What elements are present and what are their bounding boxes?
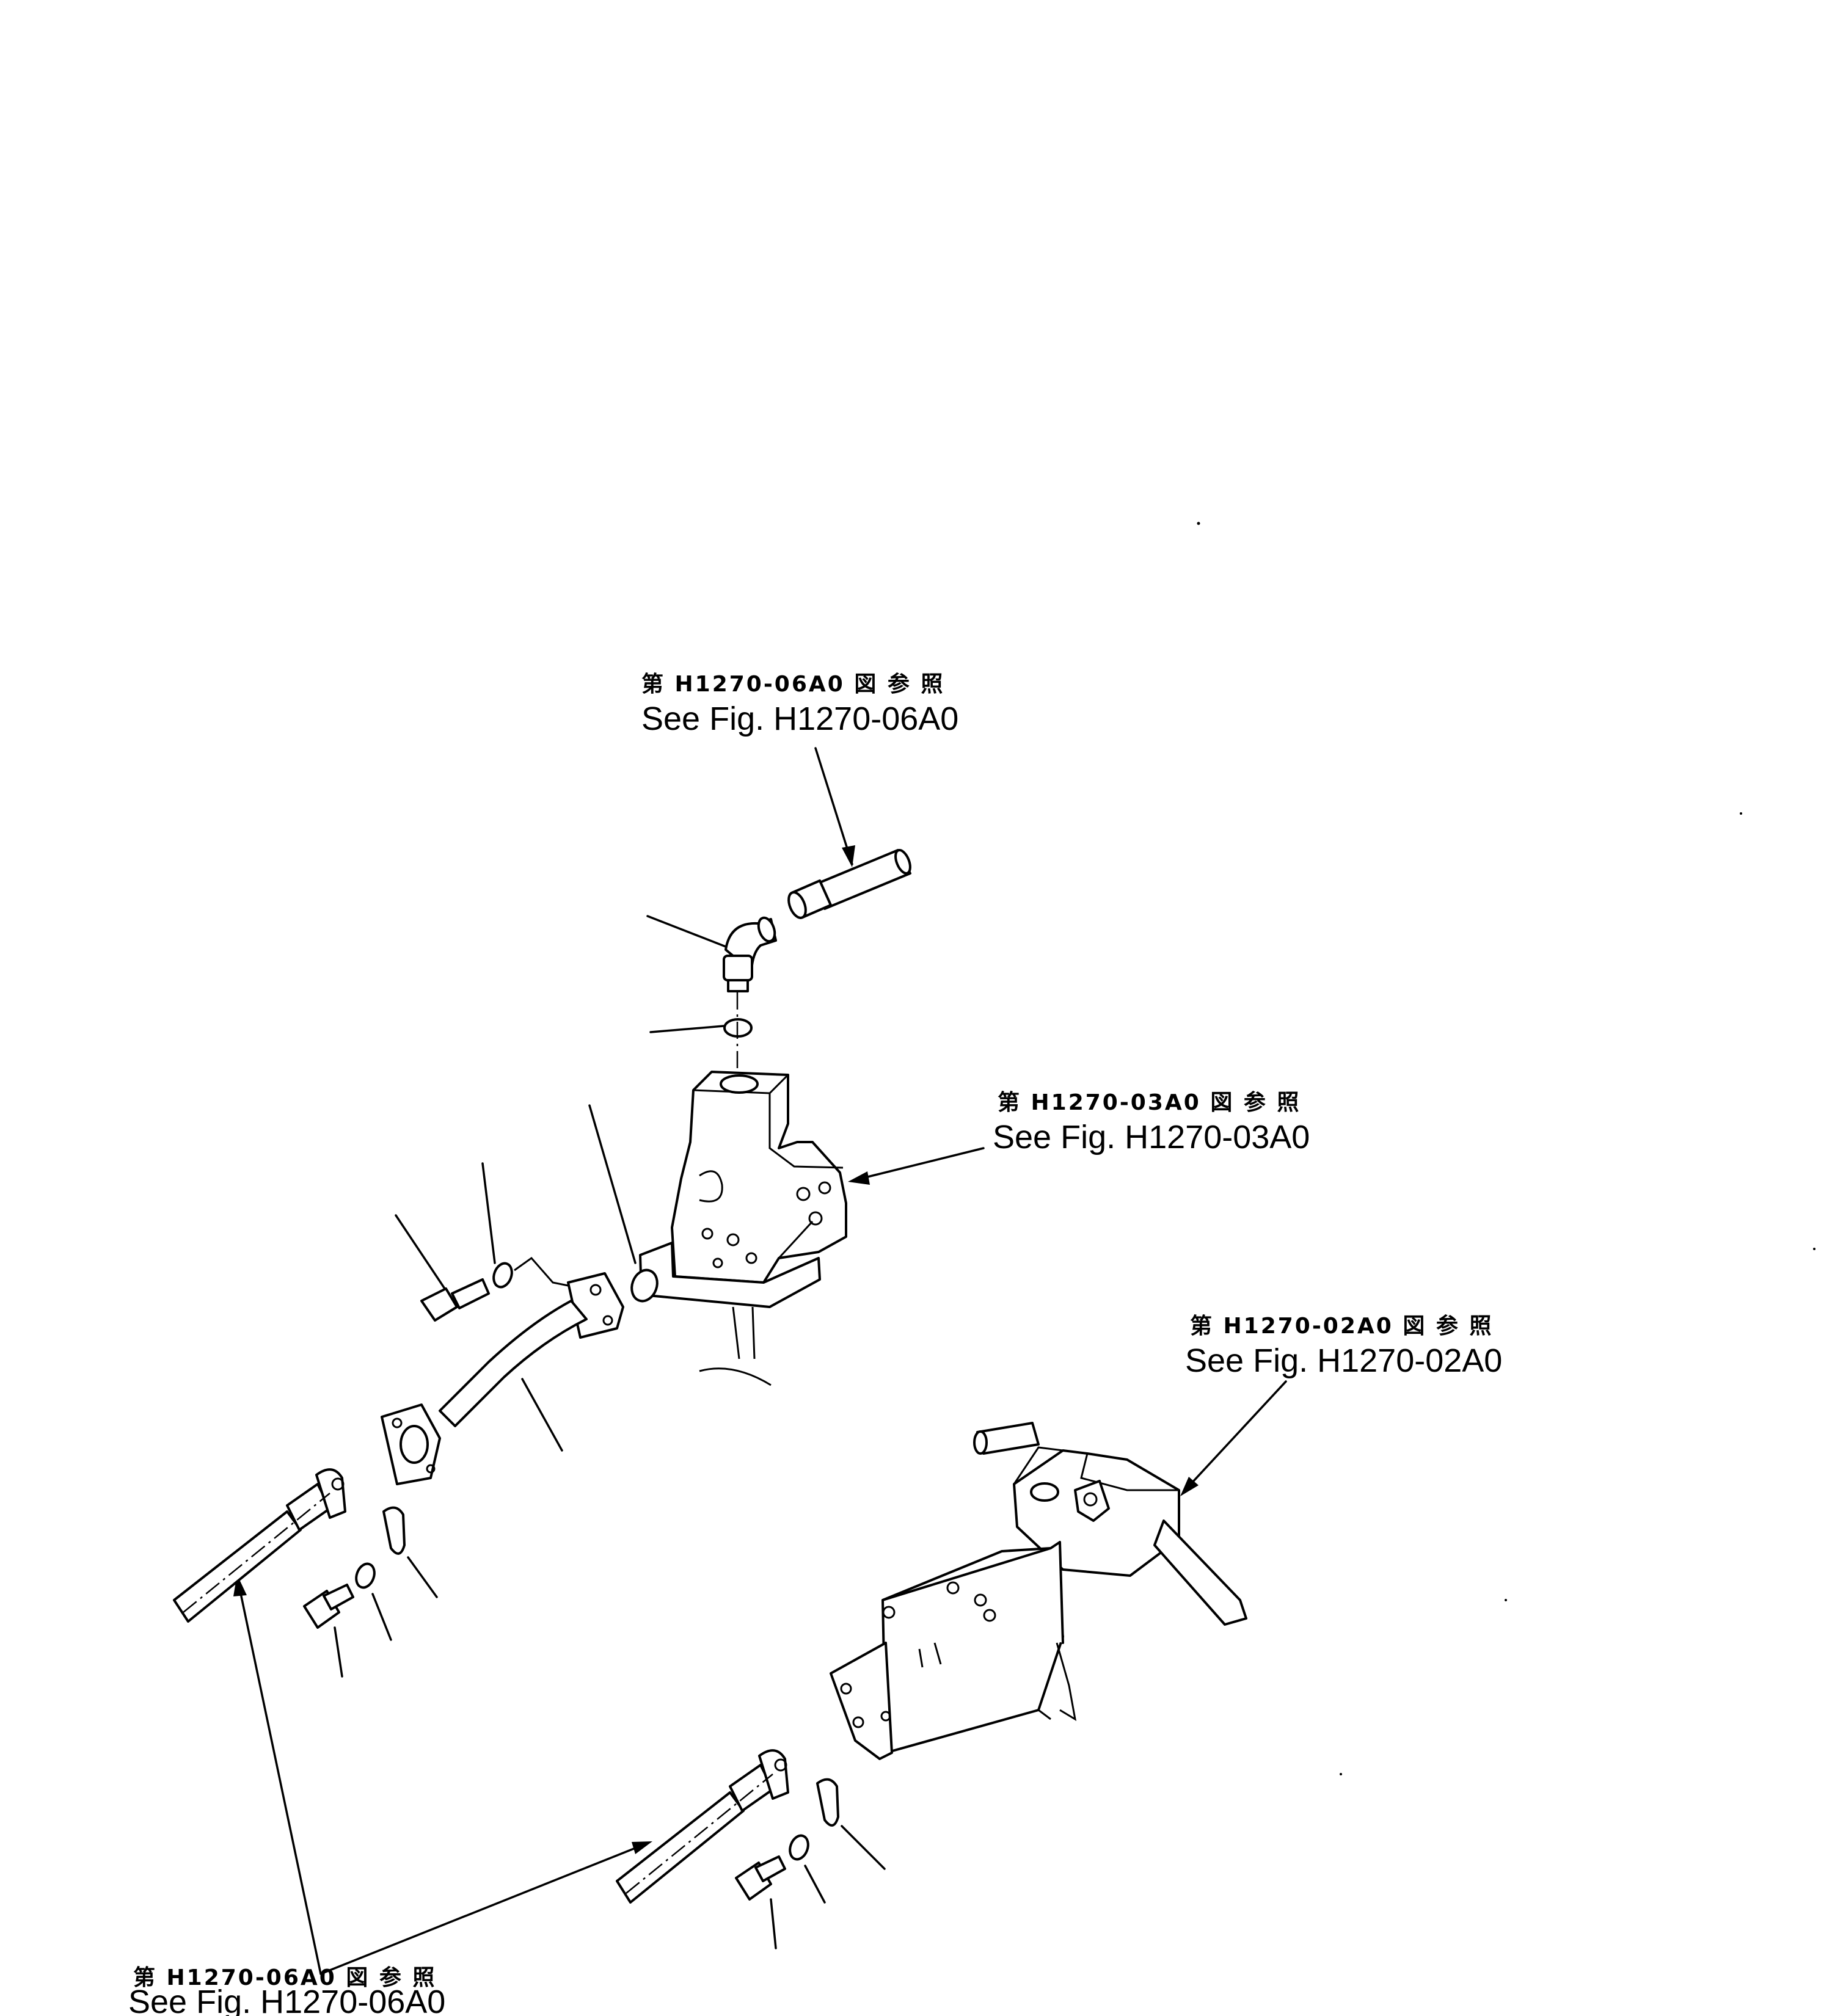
scan-specks	[1197, 522, 1816, 1775]
reference-right: 第 H1270-02A0 図 参 照 See Fig. H1270-02A0	[1185, 1314, 1502, 1379]
bottom-clamp	[816, 1778, 886, 1870]
reference-bottom: 第 H1270-06A0 図 参 照 See Fig. H1270-06A0	[128, 1965, 445, 2016]
reference-top-en: See Fig. H1270-06A0	[641, 701, 958, 737]
valve-block	[671, 1071, 847, 1284]
frame-assembly	[830, 1422, 1247, 1760]
bottom-washer	[789, 1834, 826, 1904]
left-hose	[173, 1468, 346, 1623]
flange-o-ring	[630, 1268, 659, 1303]
left-clamp	[382, 1506, 438, 1598]
top-hose	[787, 849, 911, 919]
reference-valve-jp: 第 H1270-03A0 図 参 照	[998, 1090, 1301, 1115]
top-o-ring	[649, 1018, 753, 1038]
reference-right-jp: 第 H1270-02A0 図 参 照	[1190, 1314, 1493, 1339]
elbow-fitting	[646, 915, 777, 992]
bottom-bolt	[735, 1855, 786, 1949]
reference-bottom-en: See Fig. H1270-06A0	[128, 1984, 445, 2016]
reference-bottom-jp: 第 H1270-06A0 図 参 照	[133, 1965, 436, 1990]
flange-washer	[481, 1162, 513, 1289]
reference-right-en: See Fig. H1270-02A0	[1185, 1342, 1502, 1379]
flange-pipe	[381, 1272, 624, 1485]
bottom-hose	[616, 1749, 789, 1904]
reference-top-jp: 第 H1270-06A0 図 参 照	[641, 672, 944, 697]
left-washer	[355, 1562, 392, 1641]
reference-valve-en: See Fig. H1270-03A0	[993, 1119, 1310, 1155]
reference-valve: 第 H1270-03A0 図 参 照 See Fig. H1270-03A0	[993, 1090, 1310, 1155]
valve-bracket	[639, 1242, 821, 1386]
flange-bolt	[395, 1214, 490, 1322]
reference-top: 第 H1270-06A0 図 参 照 See Fig. H1270-06A0	[641, 672, 958, 737]
left-bolt	[303, 1584, 354, 1678]
